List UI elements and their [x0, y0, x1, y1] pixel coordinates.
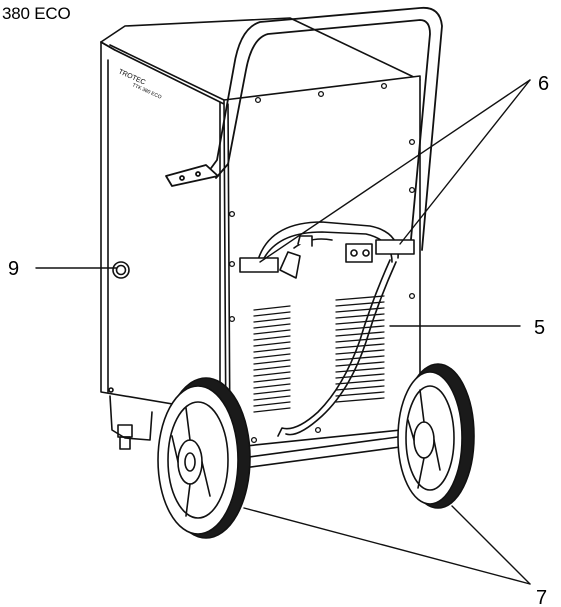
callout-6: 6 — [538, 73, 549, 95]
power-plug — [279, 235, 333, 279]
vent-grille-right — [335, 295, 385, 403]
left-wheel — [157, 377, 251, 539]
side-connector — [112, 261, 130, 279]
vent-grille-left — [253, 305, 291, 413]
leader-7b — [451, 505, 531, 585]
callout-7: 7 — [536, 587, 547, 607]
leader-7a — [243, 507, 531, 585]
callout-lines — [35, 79, 531, 585]
side-screw — [108, 387, 114, 393]
cable-holder — [239, 221, 415, 273]
leader-6b — [399, 79, 531, 245]
leader-6a — [259, 79, 531, 263]
model-label: 380 ECO — [2, 4, 71, 23]
right-wheel — [397, 363, 475, 509]
callout-5: 5 — [534, 317, 545, 339]
callout-9: 9 — [8, 258, 19, 280]
transport-handle — [165, 6, 443, 251]
panel-screws — [228, 82, 416, 444]
